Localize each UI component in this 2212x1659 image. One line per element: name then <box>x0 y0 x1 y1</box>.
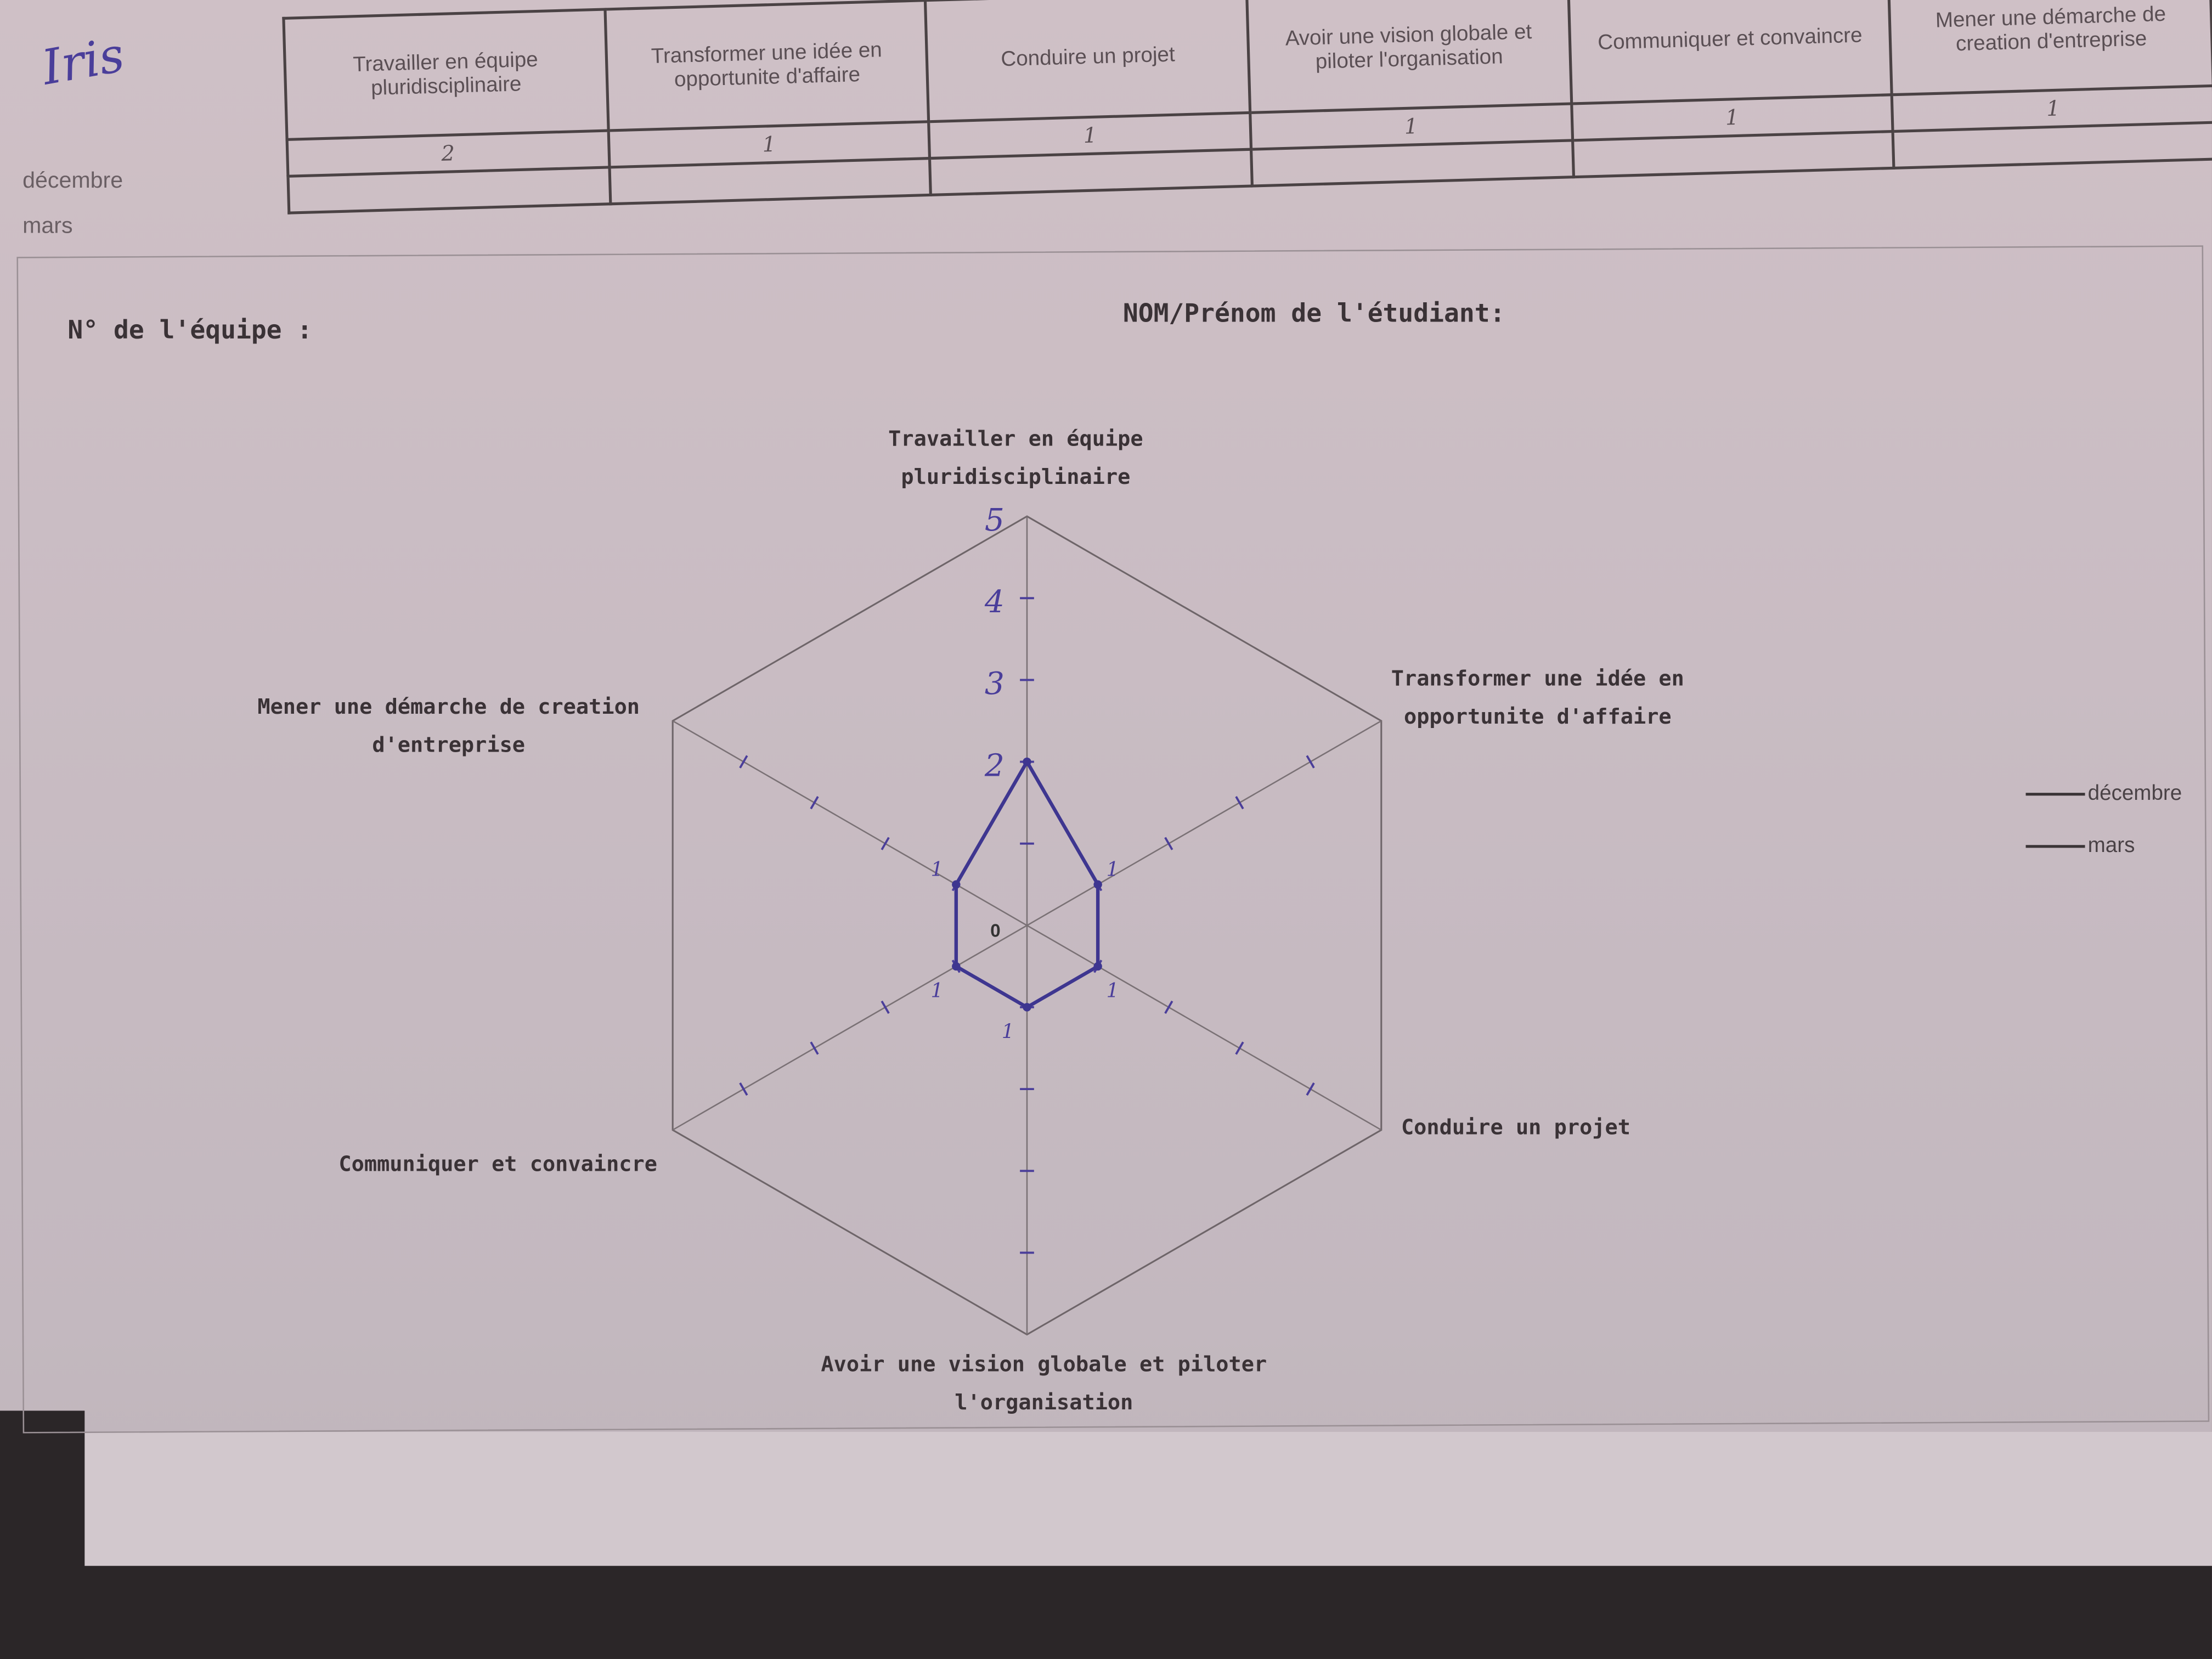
team-number-label: N° de l'équipe : <box>67 315 313 346</box>
handwritten-point-label: 1 <box>1107 859 1119 881</box>
row-label-march: mars <box>22 214 73 239</box>
radar-tick-mark <box>739 1082 748 1096</box>
handwritten-scale-label: 3 <box>985 665 1005 702</box>
radar-tick-mark <box>881 837 890 850</box>
radar-axis-line <box>1026 924 1382 1131</box>
background-floor-left <box>0 1410 85 1659</box>
radar-tick-mark <box>1164 1000 1173 1014</box>
legend-swatch <box>2025 792 2085 795</box>
radar-axis-line <box>1026 720 1382 926</box>
handwritten-scale-label: 2 <box>984 747 1005 783</box>
radar-axis-line <box>672 720 1028 926</box>
radar-tick-mark <box>1306 1082 1315 1096</box>
radar-tick-mark <box>810 1041 819 1055</box>
handwritten-point-label: 1 <box>1002 1021 1014 1043</box>
handwritten-scale-label: 5 <box>985 502 1005 538</box>
data-point <box>952 880 961 889</box>
handwritten-point-label: 1 <box>1107 980 1119 1002</box>
radar-tick-mark <box>1235 796 1244 810</box>
student-name-label: NOM/Prénom de l'étudiant: <box>1122 299 1505 329</box>
handwritten-point-label: 1 <box>931 980 944 1002</box>
legend-swatch <box>2025 844 2085 848</box>
radar-tick-mark <box>1235 1041 1244 1055</box>
legend-december: décembre <box>2025 782 2182 805</box>
data-point <box>1023 757 1031 766</box>
data-point <box>1023 1003 1031 1012</box>
data-point <box>1093 962 1102 971</box>
legend-march: mars <box>2025 834 2135 857</box>
axis-label-project: Conduire un projet <box>1401 1114 1630 1140</box>
radar-axis-line <box>672 924 1028 1131</box>
data-point <box>952 962 961 971</box>
radar-tick-mark <box>1306 755 1315 769</box>
radar-tick-mark <box>739 755 748 769</box>
data-point <box>1093 880 1102 889</box>
handwritten-point-label: 1 <box>931 859 944 881</box>
radar-tick-mark <box>1164 837 1173 850</box>
radar-tick-mark <box>810 796 819 810</box>
radar-tick-mark <box>881 1000 890 1014</box>
center-zero-label: 0 <box>990 921 1001 941</box>
row-label-december: décembre <box>22 169 123 194</box>
background-floor <box>0 1566 2212 1659</box>
handwritten-scale-label: 4 <box>984 584 1005 620</box>
axis-label-communicate: Communiquer et convaincre <box>338 1151 657 1177</box>
